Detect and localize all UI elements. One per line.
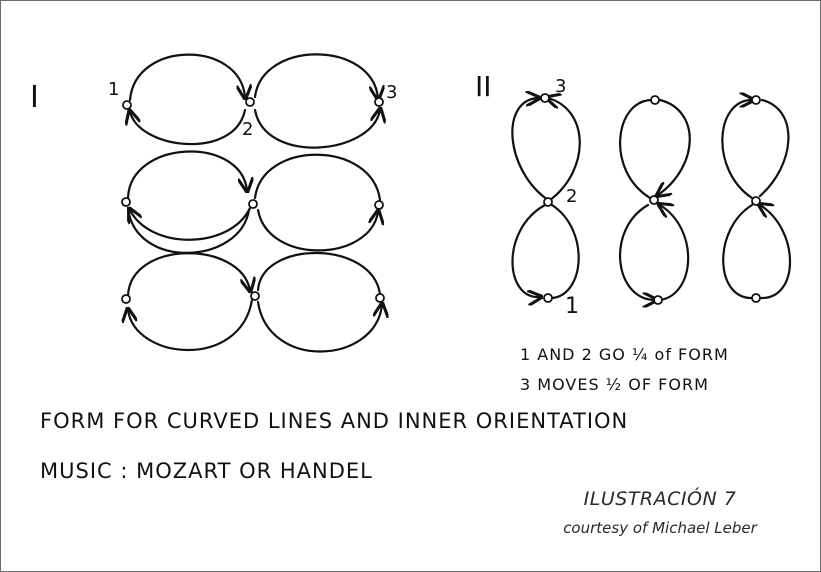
eight-3-top [751, 95, 761, 105]
eight-2-upper-right [658, 98, 691, 195]
eight-2-lower-left [618, 203, 655, 300]
point-r3c1 [121, 294, 131, 304]
loop-r1-left-top [128, 53, 245, 102]
eight-3-bottom [751, 293, 761, 303]
loop-r1-left-bottom [130, 110, 247, 146]
part-two-points [540, 93, 761, 305]
part-one-label-3: 3 [386, 82, 397, 103]
eight-3-lower-left [722, 203, 755, 300]
eight-2-lower-right [660, 205, 690, 302]
loop-r1-right-bottom [253, 110, 380, 149]
loop-r3-right-bottom [256, 300, 382, 353]
eight-1-bottom [543, 293, 553, 303]
point-r1c2 [245, 97, 255, 107]
note-half: 3 MOVES ½ OF FORM [520, 375, 709, 394]
part-one-label-1: 1 [108, 79, 119, 100]
loop-r2-right-bottom [256, 210, 378, 252]
part-two-label-1: 1 [565, 294, 579, 319]
point-r3c3 [375, 293, 385, 303]
loop-r3-left-top [126, 252, 250, 298]
part-two-label-2: 2 [566, 186, 577, 207]
point-r2c2 [248, 199, 258, 209]
point-r1c1 [122, 100, 132, 110]
illustration-credit: courtesy of Michael Leber [563, 519, 757, 537]
part-one-label: I [30, 80, 39, 115]
loop-r3-right-top [256, 251, 382, 296]
eight-2-top [650, 95, 660, 105]
eight-1-upper-left [511, 98, 550, 202]
loop-r3-left-bottom [128, 298, 254, 352]
loop-r2-left-bottom [126, 206, 251, 254]
note-quarter: 1 AND 2 GO ¼ of FORM [520, 345, 729, 364]
part-two-figure-eights [511, 98, 791, 302]
loop-r2-cross-left [130, 208, 252, 241]
eight-2-upper-left [618, 98, 654, 200]
part-one-loops [126, 53, 382, 353]
eight-1-lower-left [511, 203, 547, 297]
eight-1-upper-right [548, 98, 581, 202]
eight-3-upper-right [758, 98, 790, 198]
eight-2-bottom [653, 295, 663, 305]
eight-1-top [540, 93, 550, 103]
part-two-label-3: 3 [555, 76, 566, 97]
form-heading: FORM FOR CURVED LINES AND INNER ORIENTAT… [40, 409, 628, 433]
point-r3c2 [250, 291, 260, 301]
illustration-title: ILUSTRACIÓN 7 [583, 488, 737, 510]
eight-1-lower-right [550, 203, 580, 300]
point-r1c3 [374, 97, 384, 107]
loop-r2-left-top [126, 150, 247, 200]
part-one-label-2: 2 [242, 119, 253, 140]
eight-3-lower-right [760, 205, 791, 300]
loop-r1-right-top [253, 53, 378, 98]
eight-3-upper-left [721, 100, 752, 200]
eight-2-center [649, 195, 659, 205]
point-r2c1 [121, 197, 131, 207]
part-two-label: II [475, 70, 492, 103]
loop-r2-right-top [253, 153, 382, 202]
music-line: MUSIC : MOZART OR HANDEL [40, 459, 373, 483]
eight-3-center [751, 196, 761, 206]
part-one-points [121, 97, 385, 304]
eight-1-center [543, 197, 553, 207]
point-r2c3 [374, 200, 384, 210]
